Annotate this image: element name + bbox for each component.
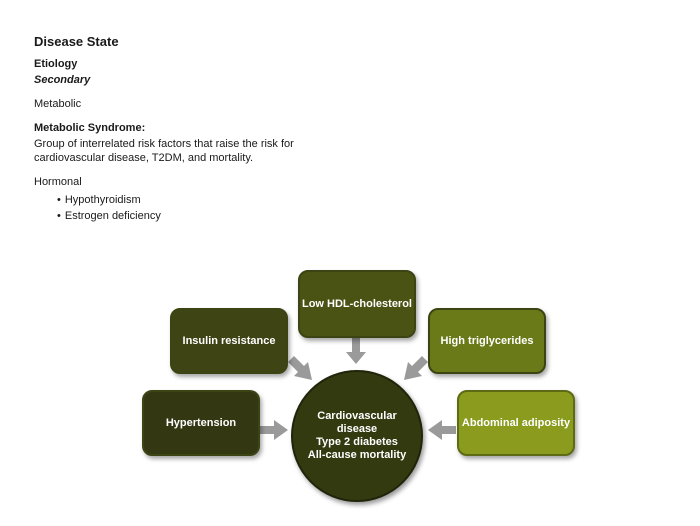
etiology-heading: Etiology [34, 58, 78, 70]
hormonal-list: Hypothyroidism Estrogen deficiency [57, 192, 161, 224]
risk-factor-abdominal-adiposity: Abdominal adiposity [457, 390, 575, 456]
outcome-line-1: Cardiovascular [317, 410, 397, 422]
outcome-line-2: disease [336, 423, 378, 435]
arrow-adiposity-to-center [428, 420, 456, 440]
risk-factor-insulin-resistance: Insulin resistance [170, 308, 288, 374]
arrow-hypertension-to-center [260, 420, 288, 440]
arrow-triglycerides-to-center [404, 356, 428, 380]
hormonal-item-estrogen-deficiency: Estrogen deficiency [57, 208, 161, 224]
etiology-subheading: Secondary [34, 74, 91, 86]
metabolic-label: Metabolic [34, 98, 82, 110]
arrow-insulin-to-center [288, 356, 312, 380]
risk-factor-hypertension: Hypertension [142, 390, 260, 456]
risk-factor-high-triglycerides: High triglycerides [428, 308, 546, 374]
page-title: Disease State [34, 34, 119, 49]
metabolic-syndrome-description: Group of interrelated risk factors that … [34, 138, 294, 164]
metabolic-syndrome-heading: Metabolic Syndrome: [34, 122, 146, 134]
outcome-line-3: Type 2 diabetes [316, 436, 398, 448]
risk-factor-low-hdl-cholesterol: Low HDL-cholesterol [298, 270, 416, 338]
arrow-hdl-to-center [346, 338, 366, 364]
outcome-line-4: All-cause mortality [307, 449, 407, 461]
hormonal-heading: Hormonal [34, 176, 82, 188]
hormonal-item-hypothyroidism: Hypothyroidism [57, 192, 161, 208]
outcomes-circle: Cardiovascular disease Type 2 diabetes A… [291, 370, 423, 502]
